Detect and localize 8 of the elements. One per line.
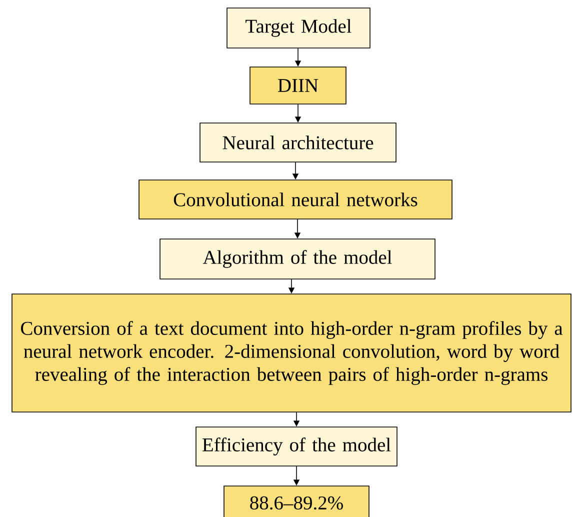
process-box: Target Model [226,8,370,48]
process-box: Neural architecture [200,122,396,162]
process-box: Efficiency of the model [196,426,398,466]
process-box: 88.6–89.2% [224,486,370,517]
process-box: Convolutional neural networks [138,180,452,220]
process-box: Algorithm of the model [160,238,436,280]
process-box: DIIN [250,66,346,104]
process-box: Conversion of a text document into high-order n-gram profiles by a neural network encoder. 2-dimensional convolution, word by word revealing of the interaction between pairs of high-order n-grams [12,294,572,412]
